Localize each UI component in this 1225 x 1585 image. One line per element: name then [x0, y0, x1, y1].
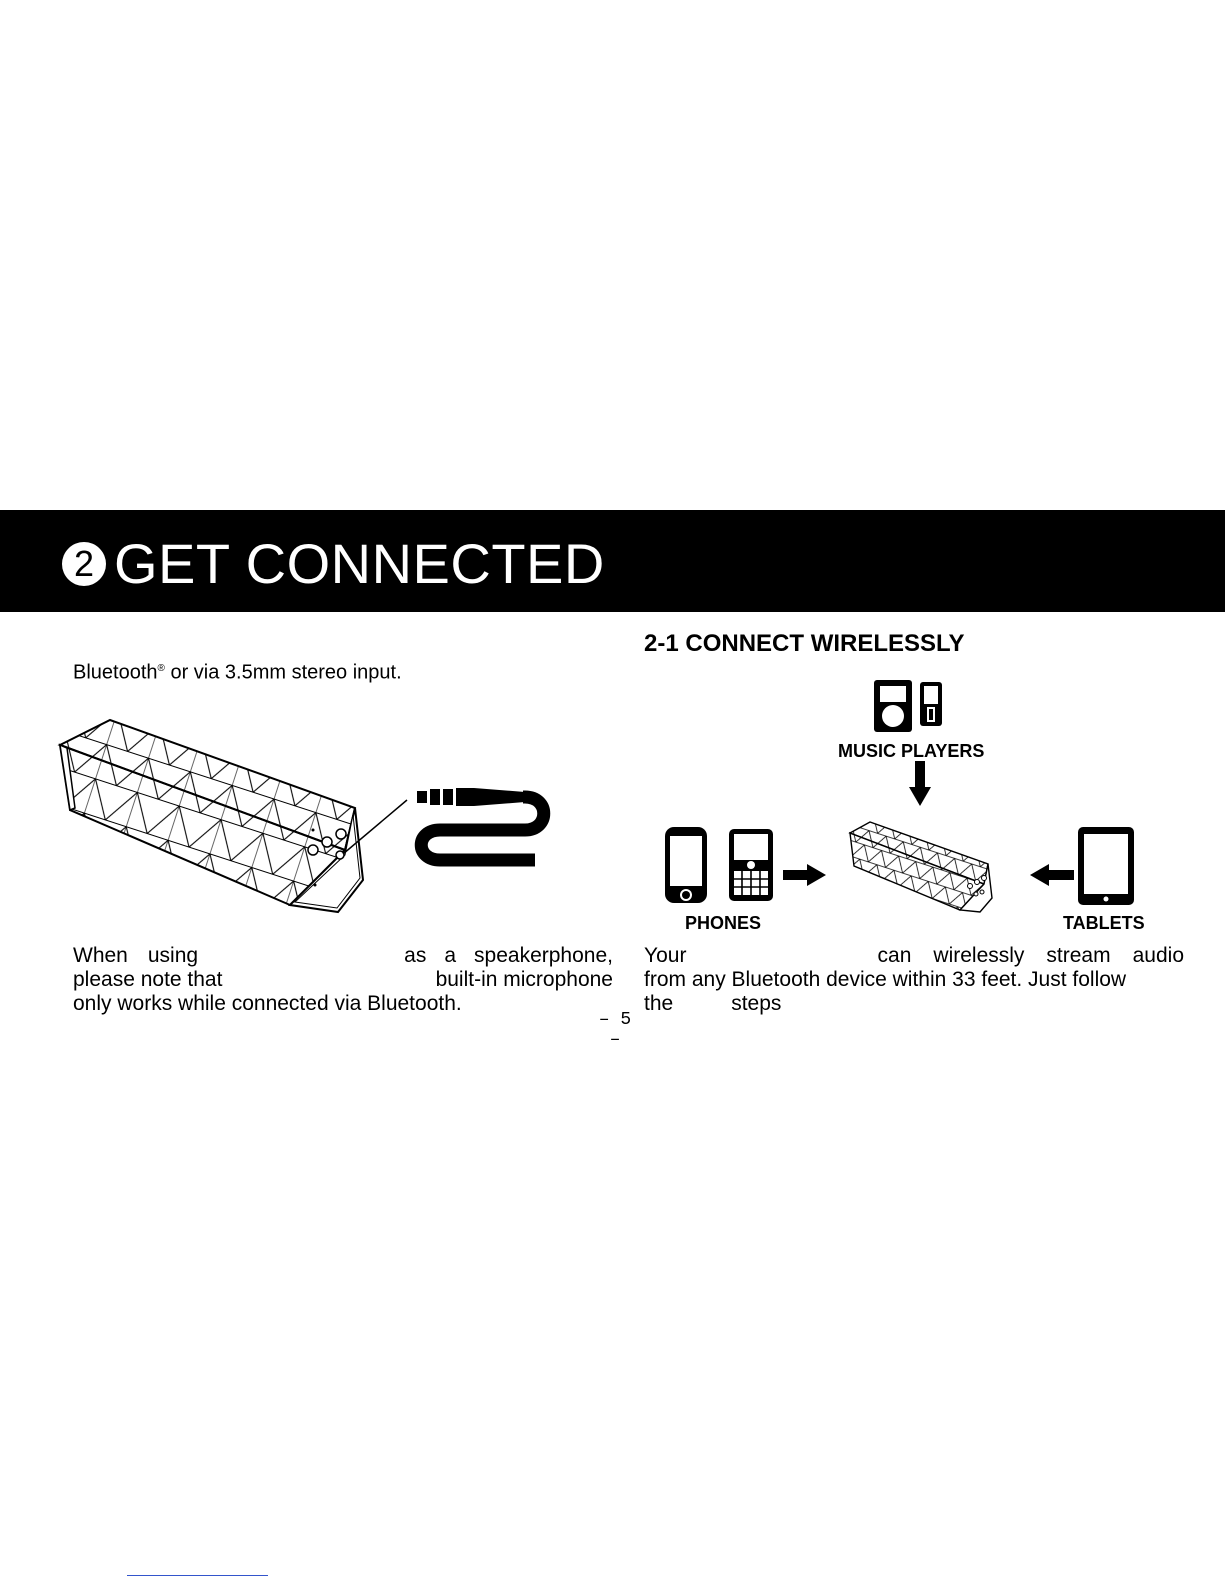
note-line2-start: please note that [73, 968, 223, 991]
ipod-nano-icon [920, 682, 942, 726]
footer-rule [127, 1575, 268, 1576]
page-number: – 5 – [598, 1010, 632, 1050]
note-word: speakerphone, [474, 944, 613, 967]
registered-mark: ® [157, 663, 165, 674]
intro-text: Bluetooth® or via 3.5mm stereo input. [73, 656, 402, 686]
wireless-paragraph: Your can wirelessly stream audio from any B… [644, 944, 1184, 1016]
note-line3: only works while connected via Bluetooth… [73, 992, 462, 1015]
tablets-label: TABLETS [1063, 913, 1145, 933]
phones-label: PHONES [685, 913, 762, 933]
note-word: as [404, 944, 427, 967]
section-number-badge: 2 [62, 542, 106, 586]
para-word: the [644, 992, 674, 1015]
music-player-icons [874, 680, 942, 732]
blackberry-phone-icon [729, 829, 773, 901]
intro-suffix: or via 3.5mm stereo input. [164, 661, 402, 684]
speaker-body [57, 718, 365, 914]
note-word: When [73, 944, 128, 967]
left-arrow-icon [1030, 864, 1074, 886]
subsection-heading: 2-1 CONNECT WIRELESSLY [644, 630, 965, 657]
note-line2-end: built-in microphone [435, 968, 613, 991]
ipod-classic-icon [874, 680, 912, 732]
para-word: steps [731, 992, 782, 1015]
phone-icons [665, 827, 773, 903]
music-players-label: MUSIC PLAYERS [838, 741, 985, 761]
speaker-icon [848, 821, 993, 913]
down-arrow-icon [909, 761, 931, 806]
smartphone-icon [665, 827, 707, 903]
para-word: can [877, 944, 912, 967]
intro-prefix: Bluetooth [73, 661, 158, 684]
speaker-aux-illustration [57, 718, 551, 914]
note-word: a [444, 944, 457, 967]
para-word: stream [1046, 944, 1111, 967]
right-arrow-icon [783, 864, 826, 886]
para-word: audio [1132, 944, 1184, 967]
para-word: Your [644, 944, 687, 967]
para-line2: from any Bluetooth device within 33 feet… [644, 968, 1127, 991]
tablet-icon [1078, 827, 1134, 905]
section-title: GET CONNECTED [114, 532, 605, 595]
section-banner [0, 510, 1225, 612]
aux-cable-icon [414, 788, 551, 867]
para-word: wirelessly [933, 944, 1025, 967]
note-word: using [147, 944, 199, 967]
